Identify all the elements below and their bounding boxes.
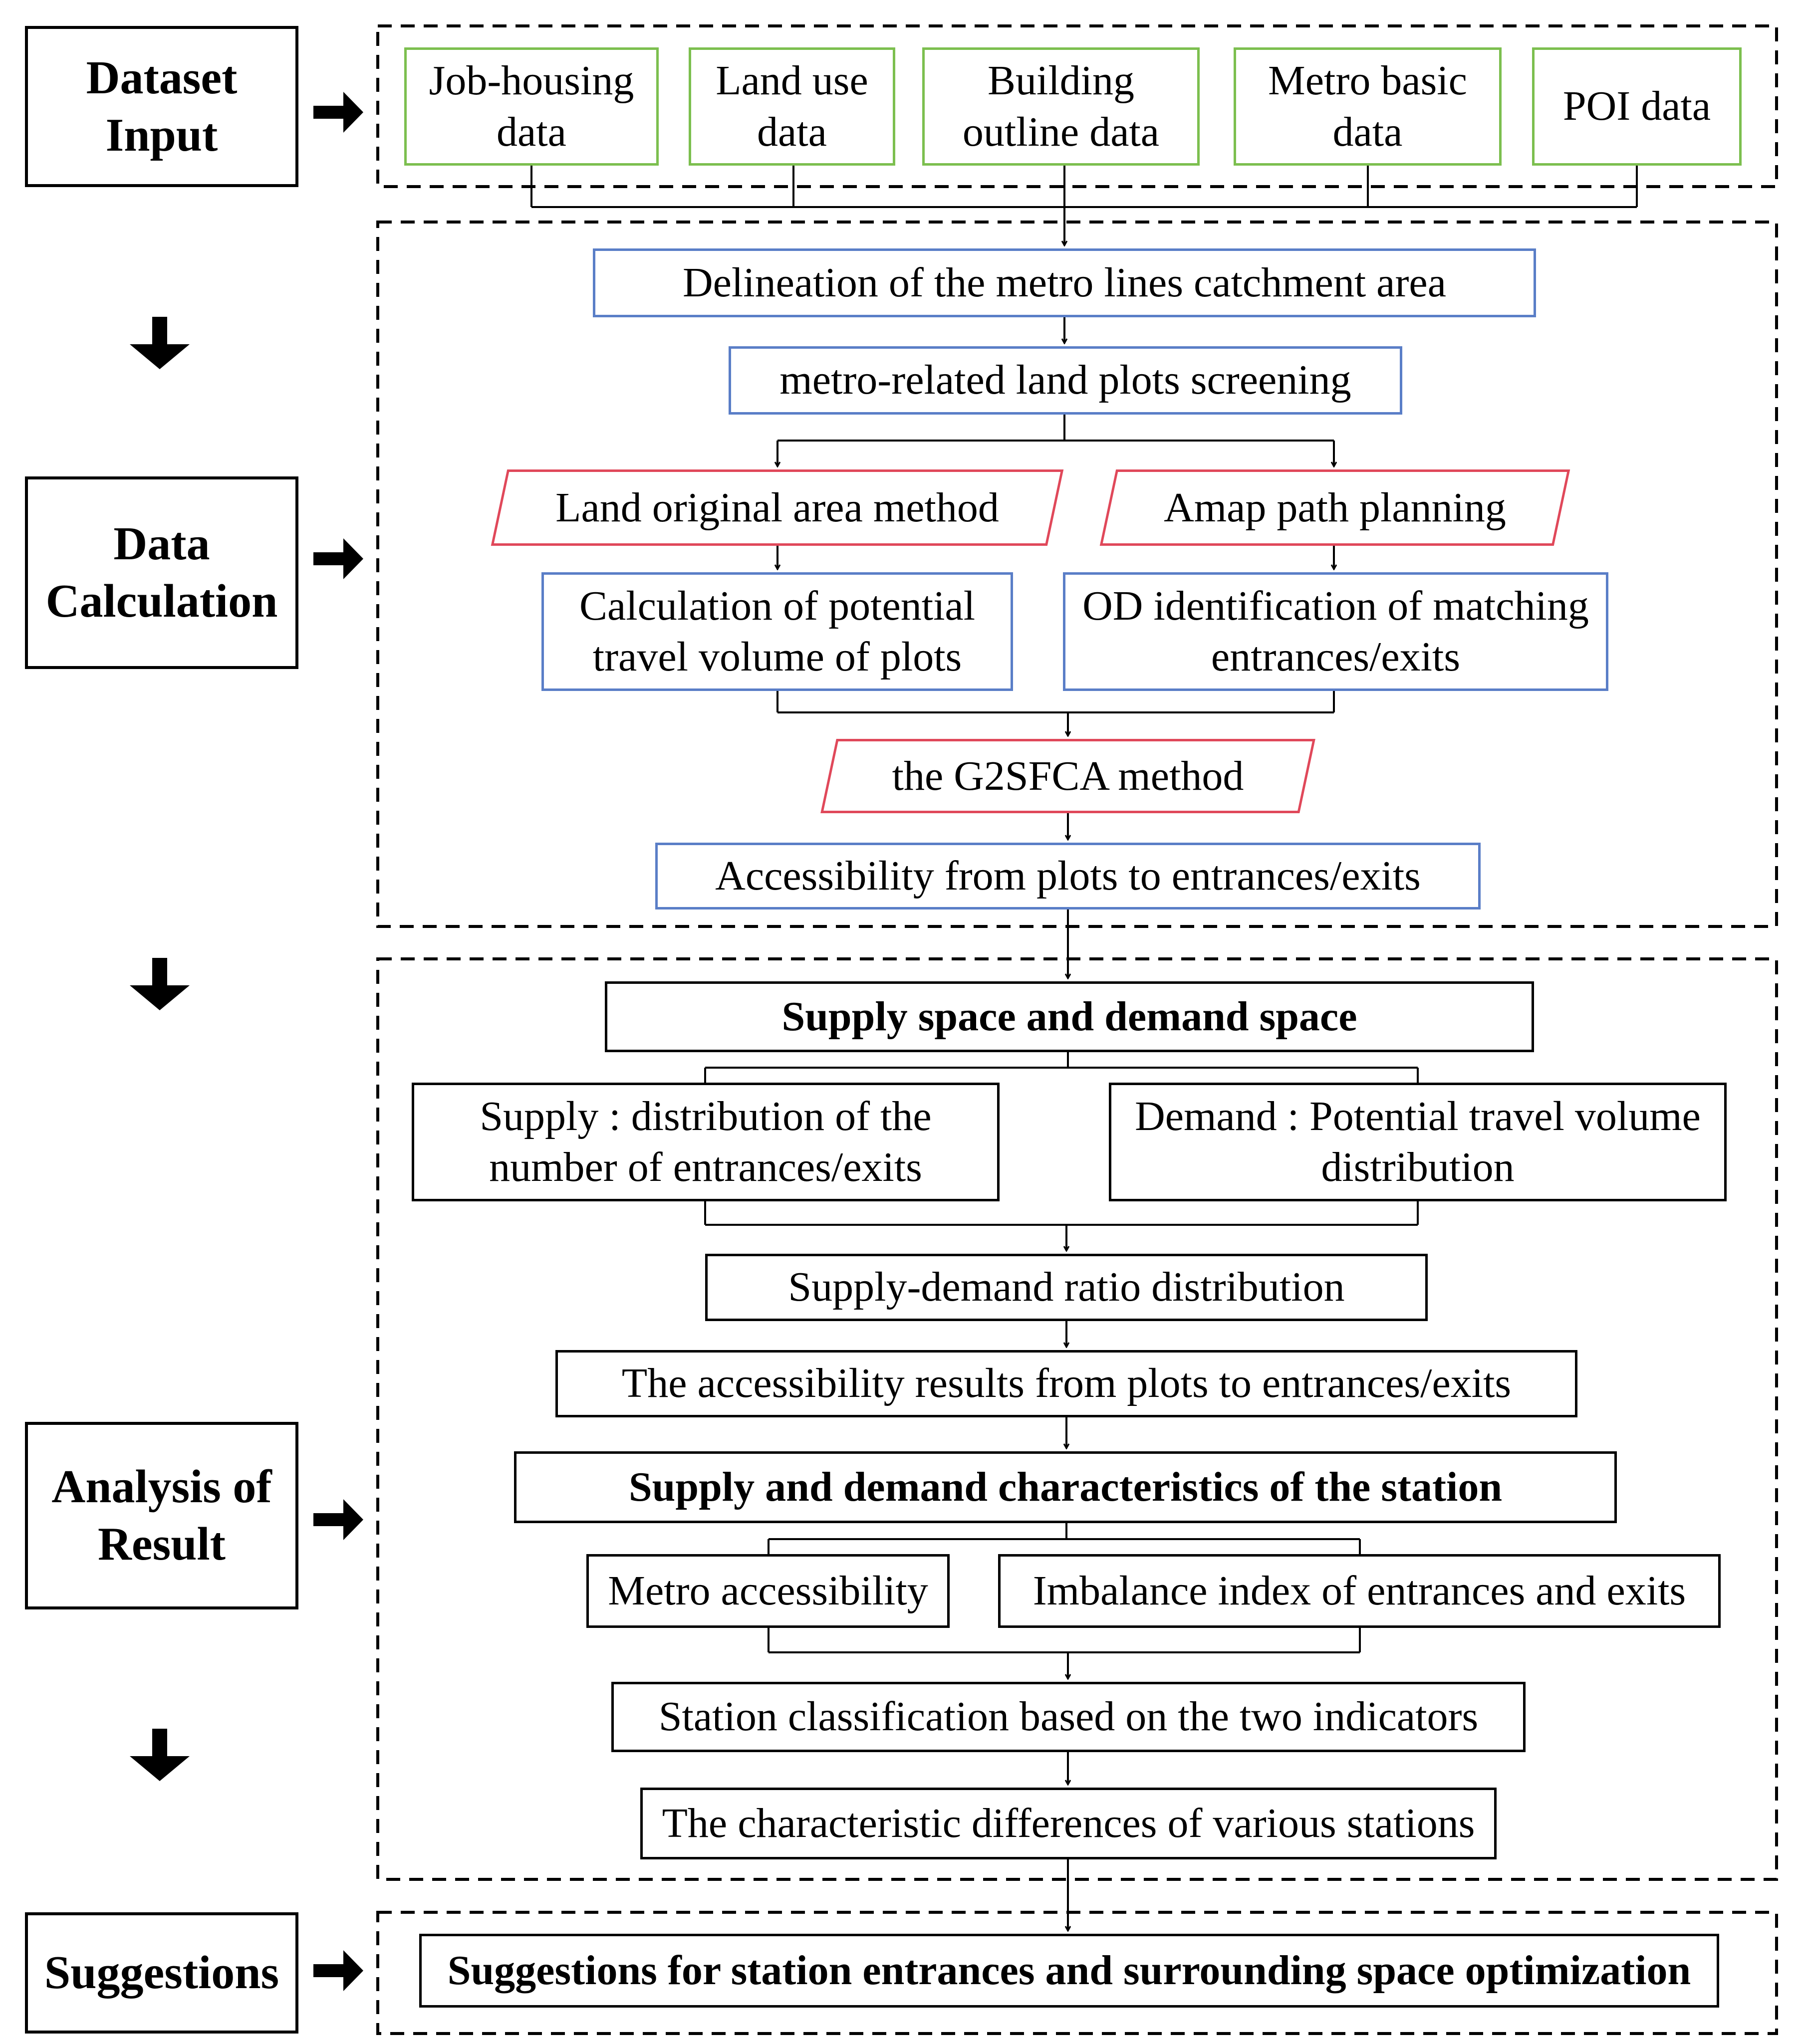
supply-distribution: Supply : distribution of the number of e…	[412, 1083, 1000, 1201]
step-label: Supply space and demand space	[781, 993, 1357, 1040]
step-label: Supply-demand ratio distribution	[788, 1264, 1345, 1311]
od-identification: OD identification of matching entrances/…	[1063, 572, 1608, 691]
step-label: Demand : Potential travel volume distrib…	[1135, 1093, 1701, 1190]
input-building-outline: Building outline data	[922, 47, 1200, 166]
arrow-right-icon	[313, 92, 363, 133]
supply-demand-ratio: Supply-demand ratio distribution	[705, 1254, 1428, 1321]
step-label: Suggestions for station entrances and su…	[447, 1947, 1691, 1994]
input-poi: POI data	[1532, 47, 1742, 166]
input-label: Building outline data	[962, 57, 1160, 155]
catchment-delineation: Delineation of the metro lines catchment…	[593, 248, 1536, 317]
supply-demand-space: Supply space and demand space	[605, 981, 1534, 1052]
arrow-right-icon	[313, 1950, 363, 1991]
input-metro-basic: Metro basic data	[1234, 47, 1502, 166]
stage-label: Dataset Input	[86, 51, 238, 161]
step-label: Station classification based on the two …	[658, 1693, 1479, 1740]
arrow-down-icon	[130, 1729, 190, 1781]
stage-data-calculation: Data Calculation	[25, 476, 298, 669]
step-label: Supply : distribution of the number of e…	[480, 1093, 932, 1190]
demand-distribution: Demand : Potential travel volume distrib…	[1109, 1083, 1727, 1201]
optimization-suggestions: Suggestions for station entrances and su…	[419, 1934, 1719, 2008]
station-differences: The characteristic differences of variou…	[640, 1788, 1497, 1859]
g2sfca-method: the G2SFCA method	[820, 739, 1315, 813]
calculation-region	[376, 221, 1778, 928]
step-label: Metro accessibility	[608, 1567, 928, 1614]
suggestions-region	[376, 1911, 1778, 2035]
step-label: metro-related land plots screening	[779, 357, 1351, 404]
step-label: The accessibility results from plots to …	[621, 1360, 1512, 1407]
input-label: POI data	[1562, 83, 1711, 130]
step-label: OD identification of matching entrances/…	[1082, 582, 1589, 680]
station-characteristics: Supply and demand characteristics of the…	[514, 1451, 1617, 1523]
input-label: Metro basic data	[1268, 57, 1467, 155]
land-original-area-method: Land original area method	[491, 469, 1064, 546]
stage-label: Analysis of Result	[51, 1461, 272, 1570]
input-region	[376, 24, 1778, 188]
step-label: Supply and demand characteristics of the…	[628, 1463, 1503, 1510]
potential-travel-volume: Calculation of potential travel volume o…	[541, 572, 1013, 691]
accessibility-results: The accessibility results from plots to …	[555, 1350, 1577, 1417]
station-classification: Station classification based on the two …	[611, 1682, 1526, 1752]
input-land-use: Land use data	[689, 47, 895, 166]
arrow-right-icon	[313, 1499, 363, 1540]
arrow-right-icon	[313, 538, 363, 579]
step-label: The characteristic differences of variou…	[662, 1800, 1475, 1846]
arrow-down-icon	[130, 958, 190, 1010]
stage-suggestions: Suggestions	[25, 1912, 298, 2034]
amap-path-planning: Amap path planning	[1099, 469, 1570, 546]
stage-label: Suggestions	[44, 1947, 279, 1999]
stage-dataset-input: Dataset Input	[25, 26, 298, 187]
input-label: Job-housing data	[429, 57, 634, 155]
input-label: Land use data	[716, 57, 868, 155]
method-label: the G2SFCA method	[892, 753, 1244, 799]
metro-accessibility: Metro accessibility	[586, 1554, 950, 1628]
land-plots-screening: metro-related land plots screening	[729, 346, 1402, 415]
step-label: Accessibility from plots to entrances/ex…	[715, 852, 1421, 899]
step-label: Calculation of potential travel volume o…	[579, 582, 976, 680]
arrow-down-icon	[130, 317, 190, 369]
plot-accessibility: Accessibility from plots to entrances/ex…	[655, 843, 1481, 909]
stage-label: Data Calculation	[45, 518, 278, 627]
method-label: Amap path planning	[1164, 484, 1506, 531]
stage-analysis-of-result: Analysis of Result	[25, 1422, 298, 1609]
input-job-housing: Job-housing data	[404, 47, 659, 166]
method-label: Land original area method	[555, 484, 999, 531]
imbalance-index: Imbalance index of entrances and exits	[998, 1554, 1721, 1628]
step-label: Imbalance index of entrances and exits	[1032, 1567, 1686, 1614]
step-label: Delineation of the metro lines catchment…	[682, 259, 1446, 306]
analysis-region	[376, 957, 1778, 1881]
